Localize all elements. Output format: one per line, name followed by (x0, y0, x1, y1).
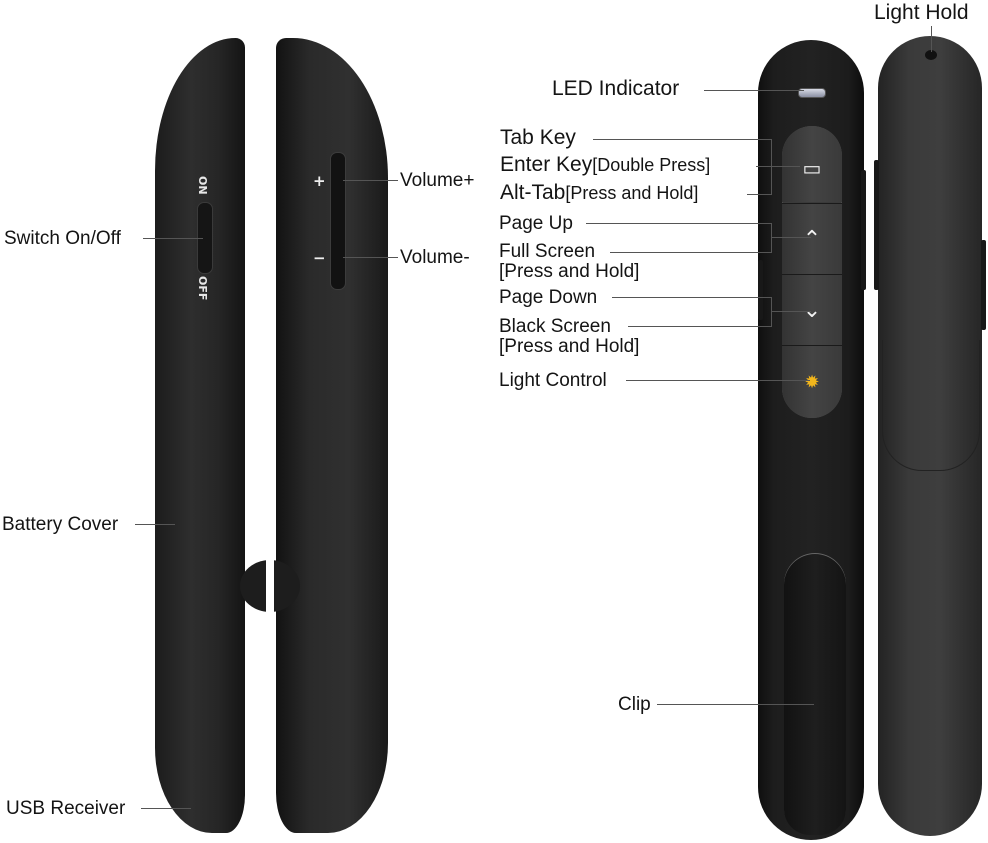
label-black-screen-note: [Press and Hold] (499, 336, 640, 357)
leader-line (626, 380, 810, 381)
leader-line (747, 194, 771, 195)
switch-on-text: ON (196, 176, 209, 195)
leader-line (628, 326, 771, 327)
volume-plus-icon: + (313, 172, 326, 190)
label-full-screen-note: [Press and Hold] (499, 261, 640, 282)
chevron-down-icon: ⌄ (802, 297, 822, 322)
remote-side-view-left (155, 38, 245, 833)
leader-line (135, 524, 175, 525)
enter-key-note: [Double Press] (592, 155, 711, 175)
label-usb-receiver: USB Receiver (6, 798, 126, 819)
label-tab-key: Tab Key (500, 126, 576, 149)
tab-enter-key[interactable]: ▭ (782, 126, 842, 202)
label-light-hold: Light Hold (874, 1, 969, 24)
leader-line (610, 252, 771, 253)
clip (784, 553, 846, 835)
leader-line (704, 90, 804, 91)
leader-line (586, 223, 771, 224)
leader-line (657, 704, 814, 705)
leader-line (143, 238, 203, 239)
light-control-key[interactable]: ✹ (782, 345, 842, 418)
label-page-up: Page Up (499, 213, 573, 234)
back-side-ridge-right (981, 240, 986, 330)
label-light-control: Light Control (499, 370, 607, 391)
leader-line (343, 180, 398, 181)
leader-line (931, 26, 932, 52)
leader-line (771, 311, 811, 312)
label-clip: Clip (618, 694, 651, 715)
front-side-ridge (758, 260, 763, 320)
clip-gap (266, 545, 274, 840)
page-down-key[interactable]: ⌄ (782, 274, 842, 345)
label-enter-key: Enter Key[Double Press] (500, 153, 711, 176)
led-indicator (798, 88, 826, 98)
front-side-ridge-right (861, 170, 866, 290)
alt-tab-note: [Press and Hold] (565, 183, 699, 203)
leader-line (593, 139, 771, 140)
leader-line (756, 166, 800, 167)
leader-line (612, 297, 771, 298)
leader-bracket (771, 223, 772, 253)
tab-key-icon: ▭ (802, 157, 822, 180)
label-switch-on-off: Switch On/Off (4, 228, 121, 249)
enter-key-text: Enter Key (500, 153, 593, 176)
page-up-key[interactable]: ⌃ (782, 203, 842, 274)
label-black-screen: Black Screen (499, 316, 611, 337)
label-alt-tab: Alt-Tab[Press and Hold] (500, 181, 699, 204)
label-full-screen: Full Screen (499, 241, 596, 262)
chevron-up-icon: ⌃ (802, 226, 822, 251)
label-volume-up: Volume+ (400, 170, 475, 191)
volume-minus-icon: − (313, 249, 326, 267)
light-hold-hole (925, 50, 937, 60)
keypad: ▭ ⌃ ⌄ ✹ (782, 126, 842, 418)
switch-off-text: OFF (196, 276, 209, 301)
leader-bracket (771, 297, 772, 327)
label-page-down: Page Down (499, 287, 598, 308)
label-battery-cover: Battery Cover (2, 514, 119, 535)
leader-line (343, 257, 398, 258)
leader-line (141, 808, 191, 809)
back-battery-cover (882, 340, 980, 471)
label-volume-down: Volume- (400, 247, 470, 268)
volume-rocker[interactable] (330, 152, 346, 290)
laser-light-icon: ✹ (804, 372, 820, 392)
leader-bracket (771, 139, 772, 195)
leader-line (771, 237, 811, 238)
label-led-indicator: LED Indicator (552, 77, 680, 100)
back-side-ridge (874, 160, 879, 290)
alt-tab-text: Alt-Tab (500, 181, 566, 204)
